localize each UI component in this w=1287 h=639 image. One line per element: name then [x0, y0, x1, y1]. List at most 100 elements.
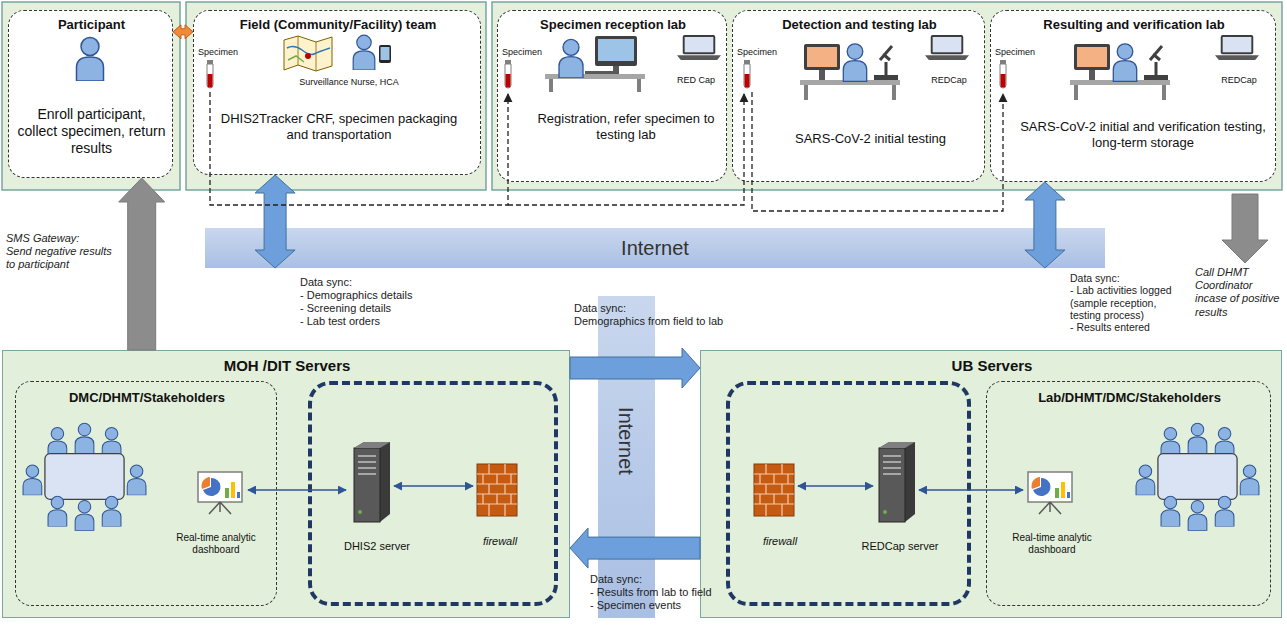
specimen-tube — [207, 60, 213, 88]
group-box: DMC/DHMT/StakeholdersReal-time analytic … — [15, 381, 277, 606]
link-line — [798, 485, 873, 487]
icon-label: Real-time analytic dashboard — [997, 532, 1107, 556]
box-title: Specimen reception lab — [498, 17, 728, 33]
box-text: SARS-CoV-2 initial and verification test… — [1015, 119, 1271, 150]
box-text: Registration, refer specimen to testing … — [530, 111, 722, 142]
small-label: REDCap — [921, 75, 977, 86]
small-label: Surveillance Nurse, HCA — [264, 77, 434, 88]
dashboard-icon — [198, 472, 1072, 514]
box-text: Enroll participant, collect specimen, re… — [17, 106, 166, 156]
edge-label: Data sync: Demographics from field to la… — [574, 302, 754, 328]
specimen-flow — [210, 92, 508, 205]
link-line — [248, 486, 1023, 490]
network-band: Internet — [205, 228, 1105, 268]
icon-label: Real-time analytic dashboard — [161, 532, 271, 556]
server-icon — [354, 442, 915, 522]
box-title: DMC/DHMT/Stakeholders — [16, 390, 278, 406]
link-line — [394, 485, 473, 487]
nurse-icon — [353, 35, 375, 70]
link-line — [248, 489, 346, 491]
link-arrow — [173, 25, 193, 39]
specimen-tube — [744, 60, 750, 88]
team-box: Field (Community/Facility) teamSpecimenS… — [193, 10, 481, 175]
secure-zone: firewall REDCap server — [726, 381, 971, 606]
microscope-icon — [800, 44, 1170, 100]
microscope-icon — [1070, 44, 1170, 100]
edge-label: Data sync: - Results from lab to field -… — [590, 573, 740, 612]
lab-box: Resulting and verification labSpecimenRE… — [990, 10, 1276, 182]
edge-label: Data sync: - Lab activities logged (samp… — [1070, 272, 1190, 333]
map-icon — [284, 36, 332, 71]
participant-icon — [77, 38, 104, 82]
sync-arrow — [1025, 182, 1065, 268]
secure-zone: DHIS2 server firewall — [308, 381, 558, 606]
firewall-icon — [477, 464, 794, 516]
box-title: Lab/DHMT/DMC/Stakeholders — [987, 390, 1272, 406]
edge-label: SMS Gateway: Send negative results to pa… — [6, 232, 114, 271]
lab-box: Detection and testing labSpecimenREDCapS… — [732, 10, 985, 182]
panel — [492, 2, 1282, 190]
icon-label: firewall — [740, 535, 820, 548]
nurse-icon — [379, 45, 391, 63]
microscope-icon — [800, 44, 900, 100]
lab-box: Specimen reception labSpecimenRED CapReg… — [497, 10, 727, 182]
notify-arrow — [119, 178, 165, 350]
box-text: SARS-CoV-2 initial testing — [763, 131, 978, 147]
box-title: Field (Community/Facility) team — [198, 17, 478, 33]
sync-arrow — [570, 348, 700, 388]
note-label: Call DHMT Coordinator incase of positive… — [1195, 266, 1282, 319]
panel — [2, 2, 180, 190]
workstation-icon — [545, 36, 645, 92]
box-title: Resulting and verification lab — [991, 17, 1277, 33]
participant-icon — [77, 38, 104, 82]
laptop-icon — [677, 35, 721, 60]
specimen-tube — [1000, 60, 1006, 88]
specimen-tube — [505, 60, 511, 88]
small-label: Specimen — [198, 47, 248, 58]
laptop-icon — [925, 35, 969, 60]
workstation-icon — [545, 36, 645, 92]
specimen-flow — [508, 94, 744, 205]
actor-box: ParticipantEnroll participant, collect s… — [8, 10, 173, 178]
network-band: Internet — [598, 296, 655, 618]
small-label: RED Cap — [670, 75, 722, 86]
box-title: UB Servers — [701, 357, 1283, 375]
server-icon — [879, 442, 915, 522]
small-label: Specimen — [737, 47, 787, 58]
meeting-icon — [1136, 423, 1259, 530]
small-label: Specimen — [502, 47, 552, 58]
icon-label: DHIS2 server — [332, 540, 422, 553]
specimen-tube — [207, 60, 1006, 88]
firewall-icon — [477, 464, 517, 516]
specimen-flow — [210, 92, 1003, 211]
group-box: Lab/DHMT/DMC/StakeholdersReal-time analy… — [986, 381, 1271, 606]
map-icon — [284, 36, 332, 71]
link-line — [919, 489, 1023, 491]
box-text: DHIS2Tracker CRF, specimen packaging and… — [214, 111, 464, 142]
edge-label: Data sync: - Demographics details - Scre… — [300, 276, 470, 327]
band-text: Internet — [205, 236, 1105, 260]
alert-arrow — [1222, 194, 1268, 263]
dashboard-icon — [1028, 472, 1072, 514]
small-label: Specimen — [995, 47, 1045, 58]
icon-label: REDCap server — [845, 540, 955, 553]
icon-label: firewall — [460, 535, 540, 548]
meeting-icon — [23, 423, 1259, 530]
sync-arrow — [570, 528, 700, 568]
server-icon — [354, 442, 390, 522]
box-title: MOH /DIT Servers — [3, 357, 571, 375]
box-title: Detection and testing lab — [733, 17, 986, 33]
box-title: Participant — [9, 17, 174, 33]
meeting-icon — [23, 423, 146, 530]
nurse-icon — [353, 35, 391, 70]
band-text: Internet — [614, 381, 638, 501]
small-label: REDCap — [1211, 75, 1267, 86]
dashboard-icon — [198, 472, 242, 514]
sync-arrow — [255, 175, 295, 268]
laptop-icon — [1215, 35, 1259, 60]
server-panel: UB Servers firewall REDCap server Lab/DHMT/… — [700, 350, 1282, 618]
laptop-icon — [677, 35, 1259, 60]
firewall-icon — [754, 464, 794, 516]
server-panel: MOH /DIT ServersDMC/DHMT/StakeholdersRea… — [2, 350, 570, 618]
panel — [186, 2, 486, 190]
